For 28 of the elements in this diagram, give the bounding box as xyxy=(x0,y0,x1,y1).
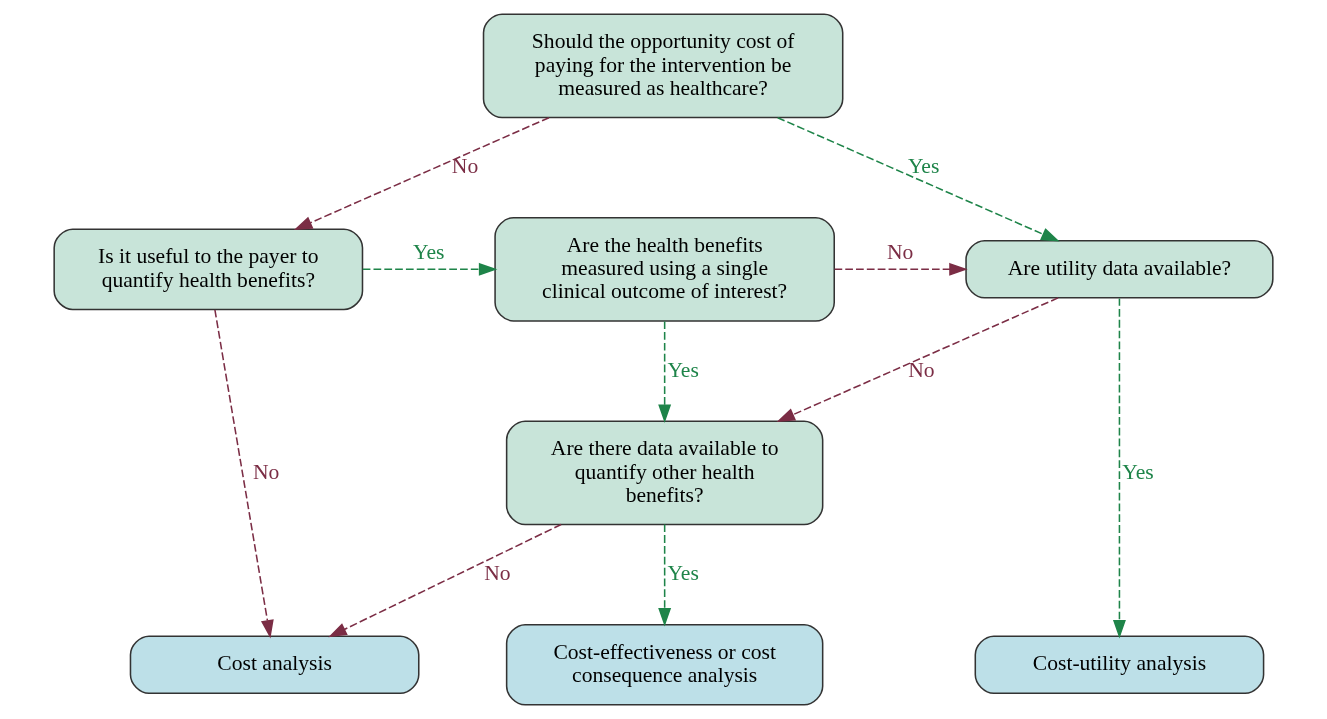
edge-label: Yes xyxy=(667,357,699,382)
node-box: Are the health benefits measured using a single clinical outcome of interest? xyxy=(494,216,835,322)
edge-label: No xyxy=(908,357,935,382)
edge-label: Yes xyxy=(413,239,445,264)
edge-label: No xyxy=(484,561,511,586)
arrow xyxy=(293,116,550,231)
node-box: Cost analysis xyxy=(129,635,420,695)
edge-label: Yes xyxy=(667,561,699,586)
edge-label: Yes xyxy=(907,154,940,179)
arrow xyxy=(776,297,1059,422)
edge-label: No xyxy=(252,459,280,484)
node-box: Cost-effectiveness or cost consequence analysis xyxy=(505,623,824,706)
node-box: Cost-utility analysis xyxy=(974,635,1265,695)
arrow xyxy=(833,262,968,276)
node-box: Are utility data available? xyxy=(965,240,1274,299)
arrow xyxy=(328,523,562,638)
edge-label: Yes xyxy=(1122,459,1154,484)
arrow xyxy=(776,116,1060,242)
arrow xyxy=(1112,297,1126,639)
edge-label: No xyxy=(886,239,914,264)
node-box: Should the opportunity cost of paying for the intervention be measured as healthcare? xyxy=(482,13,844,119)
node-box: Is it useful to the payer to quantify health benefits? xyxy=(53,228,364,311)
arrow xyxy=(214,309,274,639)
node-box: Are there data available to quantify other health benefits? xyxy=(505,420,824,526)
arrow xyxy=(362,262,498,276)
arrow xyxy=(658,320,672,424)
arrow xyxy=(658,523,672,627)
edge-label: No xyxy=(451,154,479,179)
